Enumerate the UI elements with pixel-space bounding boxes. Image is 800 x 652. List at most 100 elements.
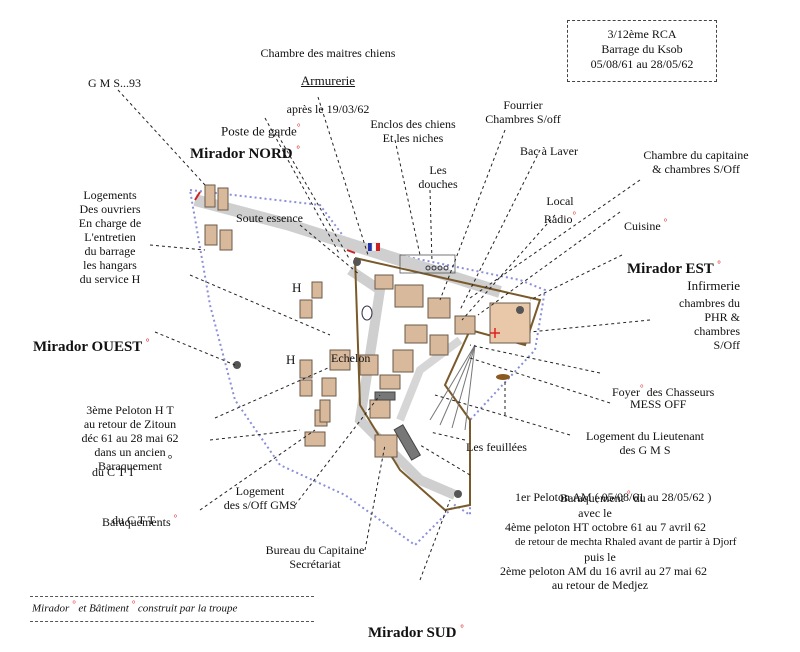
building [454, 315, 476, 335]
mirador-symbol: ° [640, 383, 644, 393]
flag-red [376, 243, 380, 251]
mirador-symbol: ° [296, 122, 301, 132]
label-gms93: G M S...93 [88, 76, 142, 90]
unit-name: 3/12ème RCA [607, 27, 677, 41]
label-cuisine: Cuisine ° [624, 217, 668, 233]
label-enclos-chiens: Enclos des chiens Et les niches [370, 117, 456, 145]
label-logements-ouvriers: Logements Des ouvriers En charge de L'en… [78, 188, 142, 286]
flag-white [371, 242, 377, 252]
building [404, 324, 428, 344]
label-mirador-ouest: Mirador OUEST ° [33, 337, 150, 355]
label-douches: Les douches [418, 163, 458, 191]
label-fourrier: Fourrier Chambres S/off [485, 98, 561, 126]
mirador-symbol: ° [717, 259, 721, 269]
pointer-lines [117, 89, 651, 581]
label-infirmerie: Infirmerie [687, 278, 740, 293]
mess-building [374, 391, 396, 401]
label-du-ctt: du C T T [92, 465, 136, 479]
label-chambre-capitaine: Chambre du capitaine & chambres S/Off [643, 148, 749, 176]
label-echelon: Echelon [331, 351, 371, 365]
label-chambre-maitres-chiens: Chambre des maitres chiens Armurerie apr… [243, 32, 413, 130]
building [374, 274, 394, 290]
date-range: 05/08/61 au 28/05/62 [590, 57, 694, 71]
label-soute-essence: Soute essence [236, 211, 303, 225]
label-4eme-peloton: 4ème peloton HT octobre 61 au 7 avril 62 [505, 520, 707, 534]
building [329, 349, 351, 371]
label-feuillees: Les feuillées [466, 440, 527, 454]
secondary-road [347, 265, 457, 500]
mess-marker [496, 374, 510, 380]
mirador-symbol: ° [663, 217, 668, 227]
label-mirador-est: Mirador EST ° [627, 259, 721, 277]
mirador-ouest-dot [233, 361, 241, 369]
label-h-west: H [286, 352, 296, 367]
building [379, 374, 401, 390]
legend-mirador-symbol: ° [72, 599, 76, 609]
building [429, 334, 449, 356]
legend-batiment-symbol: ° [131, 599, 136, 609]
map-legend: Mirador ° et Bâtiment ° construit par la… [30, 596, 314, 622]
label-baraquement-header: Baraquement ° du [560, 489, 646, 505]
label-poste-garde: Poste de garde° [221, 122, 301, 139]
building [299, 299, 313, 319]
label-mechta: de retour de mechta Rhaled avant de part… [515, 536, 737, 548]
building [299, 379, 313, 397]
building [299, 359, 313, 379]
building [359, 354, 379, 376]
label-h-north: H [292, 280, 302, 295]
mirador-symbol: ° [296, 144, 300, 154]
douches-enclosure [399, 254, 456, 274]
mirador-symbol: ° [572, 210, 577, 220]
building [374, 434, 398, 458]
building [204, 224, 218, 246]
building [217, 187, 229, 211]
legend-construit: construit par la troupe [137, 602, 238, 615]
mirador-nord-dot [353, 258, 361, 266]
building [369, 399, 391, 419]
label-infirmerie-chambres: chambres du PHR & chambres S/Off [679, 296, 740, 352]
legend-mirador: Mirador [32, 602, 70, 615]
label-bureau-capitaine: Bureau du Capitaine Secrétariat [265, 543, 365, 571]
mirador-est-dot [516, 306, 524, 314]
building [394, 284, 424, 308]
label-armurerie: Armurerie [300, 73, 356, 88]
building [392, 349, 414, 373]
mirador-symbol: ° [173, 513, 178, 523]
building [319, 399, 331, 423]
label-logement-soff: Logement des s/Off GMS [223, 484, 297, 512]
info-box: 3/12ème RCA Barrage du Ksob 05/08/61 au … [567, 20, 717, 82]
label-apres-date: après le 19/03/62 [286, 102, 370, 116]
label-mess-off: MESS OFF [630, 397, 687, 411]
building [204, 184, 216, 208]
mirador-symbol: ° [145, 337, 150, 347]
label-retour-medjez: au retour de Medjez [551, 578, 649, 592]
building [311, 281, 323, 299]
red-mark [346, 249, 356, 254]
site-name: Barrage du Ksob [601, 42, 683, 56]
label-local-radio: Local Radio° [543, 194, 577, 226]
infirmerie-building [489, 302, 531, 344]
label-puis-le: puis le [584, 550, 616, 564]
feuillees-building [393, 424, 422, 461]
buildings [204, 184, 531, 458]
building [219, 229, 233, 251]
red-mark [194, 191, 201, 201]
building [321, 377, 337, 397]
label-1er-peloton: 1er Peloton AM ( 05/08/61 au 28/05/62 ) [515, 490, 712, 504]
label-baraquements-ctt-line2: du C T T [112, 513, 156, 527]
label-avec-le: avec le [578, 506, 612, 520]
building [427, 297, 451, 319]
label-mirador-nord: Mirador NORD ° [190, 144, 300, 162]
label-baraquements-ctt: Baraquements ° [102, 513, 178, 529]
label-logement-lieutenant: Logement du Lieutenant des G M S [586, 429, 704, 457]
soute-marker [361, 305, 373, 321]
mirador-symbol: ° [460, 623, 464, 633]
label-3eme-peloton: 3ème Peloton H T au retour de Zitoun déc… [81, 403, 179, 473]
dark-buildings [374, 391, 422, 461]
mirador-symbol: ° [167, 452, 173, 466]
mirador-symbol: ° [626, 489, 631, 499]
label-foyer-chasseurs: Foyer° des Chasseurs [612, 383, 715, 399]
legend-batiment: et Bâtiment [78, 602, 129, 615]
